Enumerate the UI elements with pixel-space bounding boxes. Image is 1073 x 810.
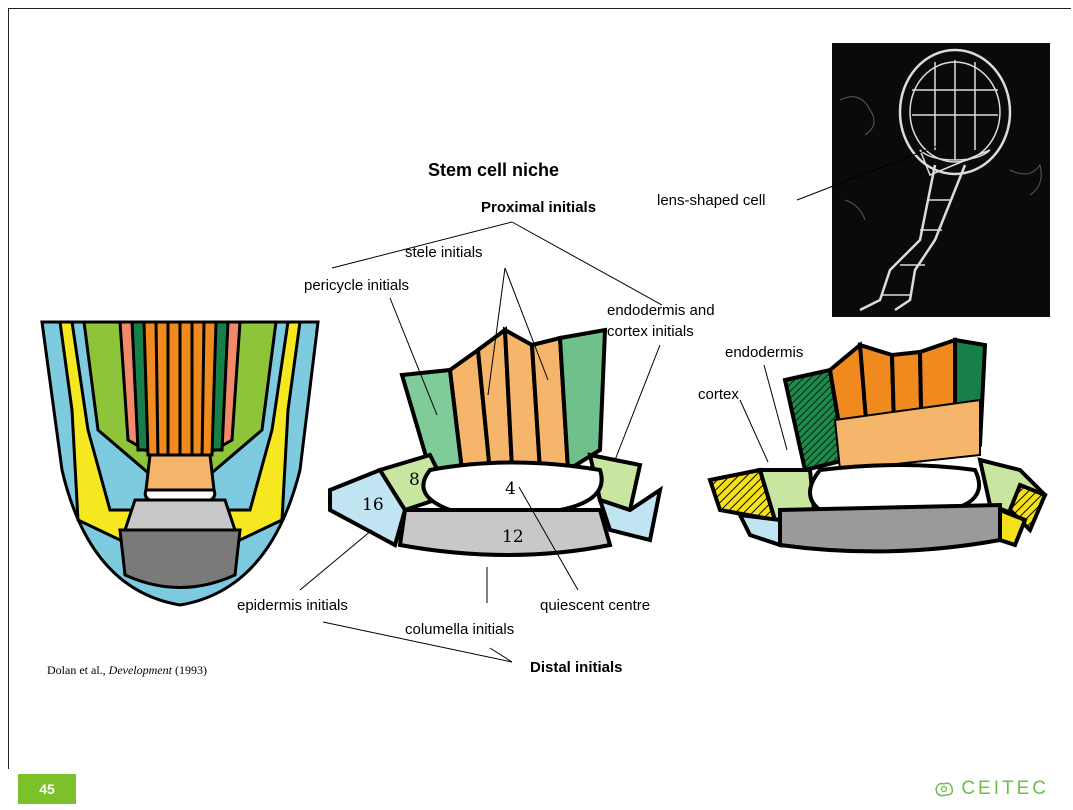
logo-icon	[933, 780, 955, 798]
stele-initials-label: stele initials	[405, 244, 483, 261]
diagram-title: Stem cell niche	[428, 160, 559, 181]
proximal-initials-label: Proximal initials	[481, 199, 596, 216]
stem-cell-niche-diagram	[330, 330, 660, 555]
citation: Dolan et al., Development (1993)	[47, 663, 207, 678]
quiescent-centre-label: quiescent centre	[540, 597, 650, 614]
page-number: 45	[18, 774, 76, 804]
cortex-label: cortex	[698, 386, 739, 403]
ceitec-logo: CEITEC	[933, 778, 1049, 800]
columella-initials-label: columella initials	[405, 621, 514, 638]
citation-year: (1993)	[172, 663, 207, 677]
epidermis-initials-label: epidermis initials	[237, 597, 348, 614]
citation-author: Dolan et al.,	[47, 663, 109, 677]
root-tip-diagram	[42, 322, 318, 605]
lens-shaped-cell-label: lens-shaped cell	[657, 192, 765, 209]
logo-text: CEITEC	[961, 778, 1049, 800]
cell-number-4: 4	[505, 479, 516, 499]
micrograph-image	[832, 43, 1050, 317]
cell-number-16: 16	[362, 495, 384, 515]
endodermis-cortex-label-line1: endodermis and	[607, 302, 715, 319]
cell-number-8: 8	[409, 470, 420, 490]
pericycle-initials-label: pericycle initials	[304, 277, 409, 294]
citation-journal: Development	[109, 663, 172, 677]
endodermis-label: endodermis	[725, 344, 803, 361]
distal-initials-label: Distal initials	[530, 659, 623, 676]
endodermis-cortex-label-line2: cortex initials	[607, 323, 694, 340]
cell-number-12: 12	[502, 527, 524, 547]
